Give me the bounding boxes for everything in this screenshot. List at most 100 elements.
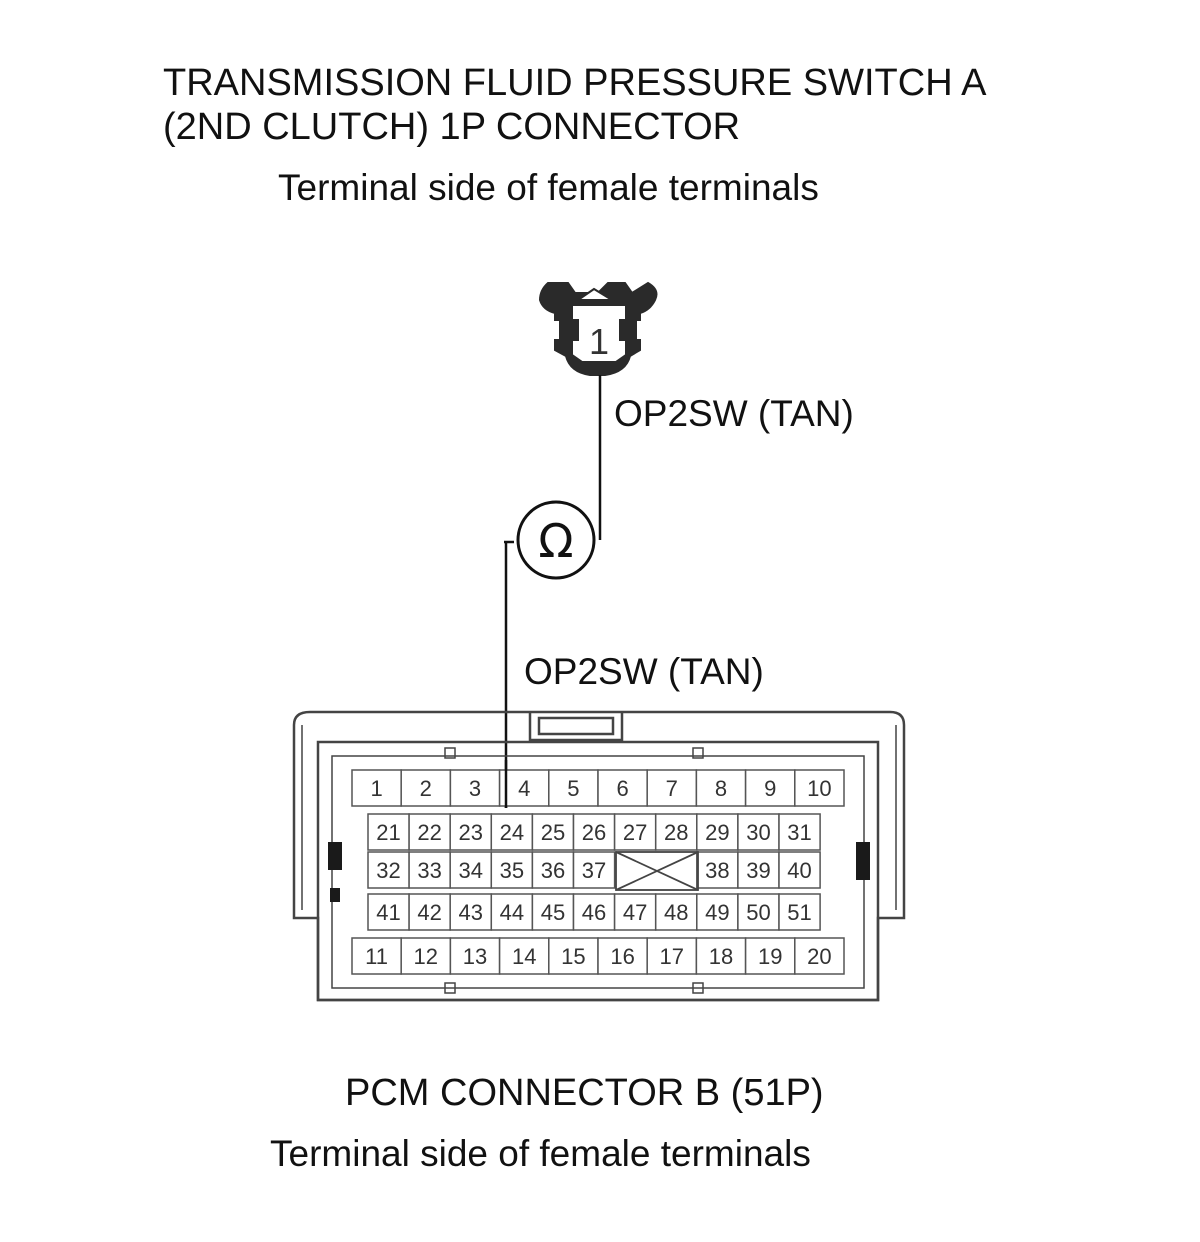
pcm-guide-tab-bottom-left — [444, 982, 456, 994]
pcm-pin-cavity-43 — [449, 893, 493, 931]
pcm-pin-cavity-41 — [367, 893, 410, 931]
pcm-pin-cavity-24 — [490, 813, 534, 851]
pcm-pin-label-25: 25 — [541, 820, 565, 845]
pcm-connector-inner-frame — [316, 740, 880, 1002]
pcm-connector-subtitle: Terminal side of female terminals — [270, 1133, 811, 1174]
pcm-pin-label-4: 4 — [518, 776, 530, 801]
pcm-pin-label-26: 26 — [582, 820, 606, 845]
pcm-pin-cavity-50 — [737, 893, 780, 931]
pcm-pin-cavity-20 — [794, 937, 845, 975]
pcm-right-lock — [856, 842, 870, 880]
pcm-pin-label-30: 30 — [746, 820, 770, 845]
pcm-pin-label-12: 12 — [414, 944, 438, 969]
pcm-pin-label-51: 51 — [787, 900, 811, 925]
ohmmeter-circle — [516, 500, 596, 580]
pcm-pin-label-14: 14 — [512, 944, 536, 969]
pcm-pin-cavity-46 — [572, 893, 616, 931]
pcm-pin-cavity-51 — [778, 893, 821, 931]
blank-cavity-box — [615, 851, 699, 891]
pcm-pin-cavity-42 — [408, 893, 451, 931]
pcm-connector-locks — [328, 842, 870, 902]
pcm-pin-label-47: 47 — [623, 900, 647, 925]
pcm-pin-label-1: 1 — [370, 776, 382, 801]
pcm-pin-label-33: 33 — [417, 858, 441, 883]
pcm-pin-label-8: 8 — [715, 776, 727, 801]
pcm-pin-label-11: 11 — [365, 944, 388, 969]
pcm-pin-label-20: 20 — [807, 944, 831, 969]
pcm-pin-label-41: 41 — [376, 900, 400, 925]
switch-connector-subtitle: Terminal side of female terminals — [278, 167, 819, 208]
pcm-pin-cavity-26 — [572, 813, 616, 851]
pcm-pin-cavity-48 — [654, 893, 698, 931]
pcm-pin-label-19: 19 — [758, 944, 782, 969]
pcm-pin-label-37: 37 — [582, 858, 606, 883]
pcm-left-lock-upper — [328, 842, 342, 870]
pcm-pin-cavity-32 — [367, 851, 410, 889]
pcm-pin-label-50: 50 — [746, 900, 770, 925]
ohmmeter: Ω — [516, 500, 596, 580]
pcm-pin-label-13: 13 — [463, 944, 487, 969]
pcm-pin-label-49: 49 — [705, 900, 729, 925]
pcm-pin-label-24: 24 — [500, 820, 524, 845]
switch-connector-title-line1: TRANSMISSION FLUID PRESSURE SWITCH A — [163, 62, 987, 104]
pcm-pin-label-5: 5 — [567, 776, 579, 801]
pcm-pin-cavity-14 — [498, 937, 550, 975]
pcm-connector-title: PCM CONNECTOR B (51P) — [345, 1072, 824, 1114]
pcm-pin-cavity-40 — [778, 851, 821, 889]
pcm-left-lock-lower — [330, 888, 340, 902]
pcm-pin-label-43: 43 — [459, 900, 483, 925]
pcm-pin-cavity-33 — [408, 851, 451, 889]
pcm-pin-label-29: 29 — [705, 820, 729, 845]
pcm-pin-cavity-35 — [490, 851, 534, 889]
pcm-pin-label-31: 31 — [787, 820, 811, 845]
pcm-pin-label-48: 48 — [664, 900, 688, 925]
pcm-pin-label-34: 34 — [459, 858, 483, 883]
pcm-pin-label-18: 18 — [709, 944, 733, 969]
pcm-pin-label-9: 9 — [764, 776, 776, 801]
pcm-pin-cavity-1 — [351, 769, 402, 807]
pcm-pin-cavity-18 — [695, 937, 747, 975]
pcm-pin-label-3: 3 — [469, 776, 481, 801]
pcm-pin-label-22: 22 — [417, 820, 441, 845]
pcm-guide-tab-bottom-right — [692, 982, 704, 994]
pcm-pin-label-45: 45 — [541, 900, 565, 925]
ohm-symbol: Ω — [538, 514, 573, 568]
pcm-pin-cavity-16 — [597, 937, 648, 975]
pcm-pin-cavity-38 — [696, 851, 739, 889]
pcm-guide-tab-top-left — [444, 747, 456, 759]
pcm-pin-label-2: 2 — [420, 776, 432, 801]
pcm-pin-label-15: 15 — [561, 944, 585, 969]
switch-connector-1p: 1 — [538, 281, 658, 376]
pcm-pin-label-10: 10 — [807, 776, 831, 801]
pcm-pin-cavity-39 — [737, 851, 780, 889]
pcm-pin-cavity-4 — [498, 769, 550, 807]
pcm-pin-label-44: 44 — [500, 900, 524, 925]
pcm-pin-label-36: 36 — [541, 858, 565, 883]
pcm-pin-cavity-23 — [449, 813, 493, 851]
pcm-pin-label-7: 7 — [666, 776, 678, 801]
pcm-pin-cavity-47 — [613, 893, 657, 931]
pcm-pin-cavity-27 — [613, 813, 657, 851]
pcm-pin-cavity-13 — [449, 937, 501, 975]
pcm-pin-cavity-12 — [400, 937, 452, 975]
pcm-pin-label-38: 38 — [705, 858, 729, 883]
pcm-pin-label-16: 16 — [610, 944, 634, 969]
pcm-pin-label-39: 39 — [746, 858, 770, 883]
pcm-pin-cavity-6 — [597, 769, 648, 807]
pcm-pin-cavity-10 — [794, 769, 845, 807]
pcm-pin-cavity-30 — [737, 813, 780, 851]
pcm-connector-latch — [528, 712, 624, 742]
pcm-blank-cavities — [615, 851, 699, 891]
pcm-pin-cavity-49 — [696, 893, 739, 931]
switch-connector-key — [574, 287, 616, 301]
switch-connector-cavity — [571, 304, 627, 363]
pcm-pin-label-32: 32 — [376, 858, 400, 883]
lower-wire-label: OP2SW (TAN) — [524, 651, 764, 692]
pcm-pin-cavity-7 — [646, 769, 698, 807]
switch-terminal-1-label: 1 — [589, 321, 609, 362]
pcm-pin-label-6: 6 — [616, 776, 628, 801]
pcm-pin-cavity-22 — [408, 813, 451, 851]
pcm-pin-cavity-17 — [646, 937, 698, 975]
